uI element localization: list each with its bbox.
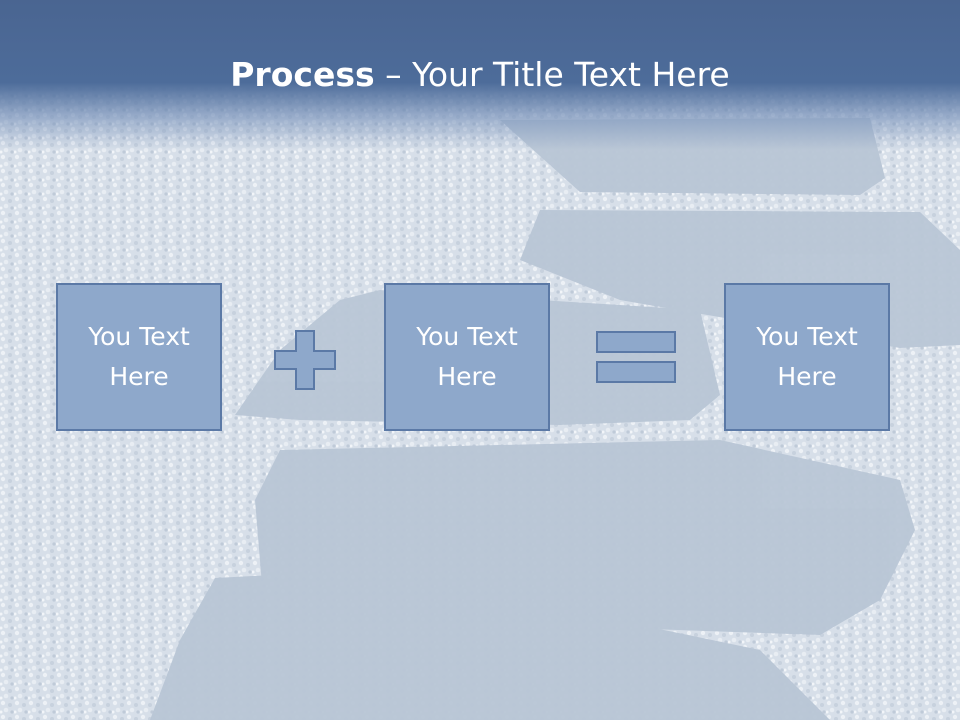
slide-title: Process – Your Title Text Here: [0, 52, 960, 98]
slide-title-bold: Process: [230, 55, 375, 94]
slide-title-rest: – Your Title Text Here: [374, 55, 730, 94]
text-box-2[interactable]: You Text Here: [384, 283, 550, 431]
plus-icon: [274, 330, 336, 390]
stone: [150, 572, 830, 720]
text-box-2-label: You Text Here: [416, 322, 518, 391]
title-bar: [0, 0, 960, 150]
text-box-3[interactable]: You Text Here: [724, 283, 890, 431]
text-box-1[interactable]: You Text Here: [56, 283, 222, 431]
text-box-1-label: You Text Here: [88, 322, 190, 391]
equals-icon: [596, 331, 676, 383]
text-box-3-label: You Text Here: [756, 322, 858, 391]
